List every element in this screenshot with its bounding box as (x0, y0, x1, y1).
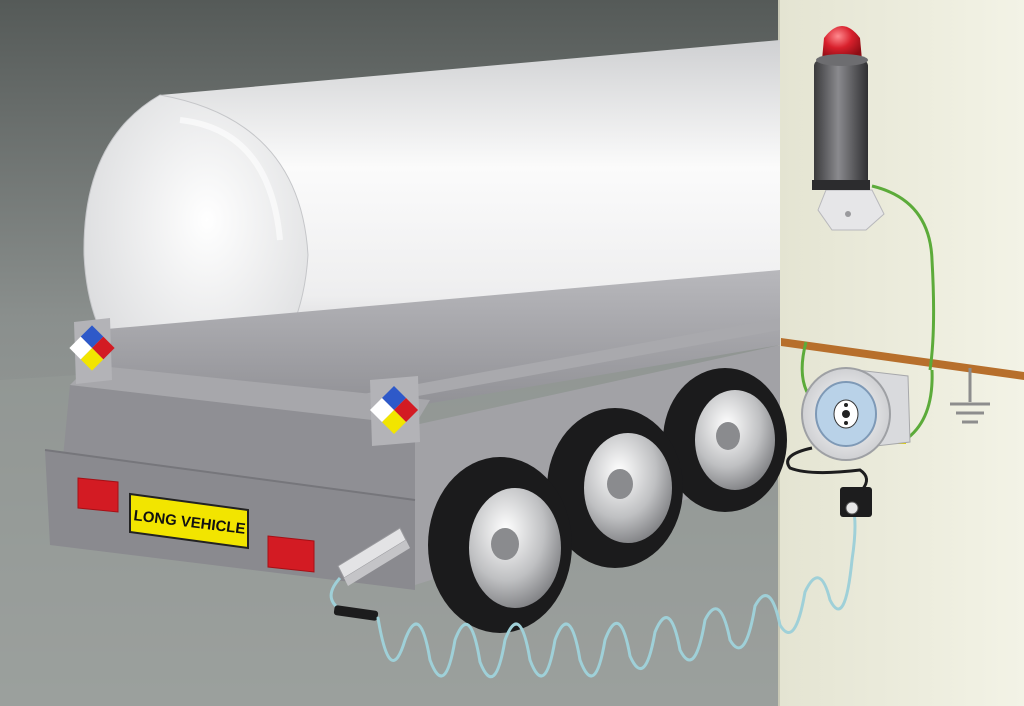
reel-signal-wire (786, 446, 868, 491)
nfpa-diamond-icon (369, 385, 419, 435)
interlock-switch (840, 487, 872, 517)
reel-ground-wire-right (904, 369, 934, 442)
ground-symbol-icon (950, 368, 990, 424)
rear-axle-wheel-1 (428, 457, 572, 633)
left-placard (69, 318, 115, 384)
warning-beacon-icon (812, 26, 885, 231)
long-vehicle-plate: LONG VEHICLE (129, 492, 249, 550)
grounding-clamp (337, 527, 410, 586)
coiled-ground-cable (376, 503, 857, 678)
rear-axle-wheel-3 (663, 368, 787, 512)
cable-reel (801, 367, 911, 461)
ground-bar (781, 338, 1024, 380)
right-reflector (267, 535, 315, 573)
rear-axle-wheel-2 (547, 408, 683, 568)
cable-connector (333, 605, 379, 621)
beacon-ground-wire (871, 184, 936, 371)
right-placard (369, 376, 420, 446)
left-reflector (77, 477, 119, 513)
